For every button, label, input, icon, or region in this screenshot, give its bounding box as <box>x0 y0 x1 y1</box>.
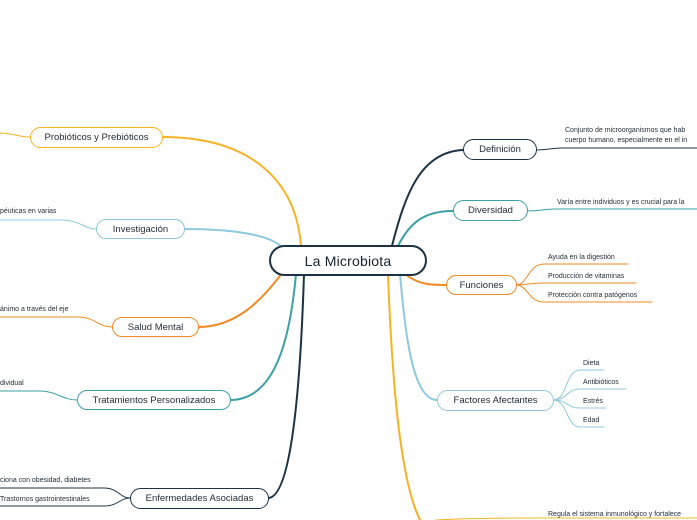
connector-bottom-right <box>387 273 421 520</box>
leaf-definicion-line2: cuerpo humano, especialmente en el in <box>565 137 688 144</box>
connector-definicion <box>391 149 464 247</box>
connector-tratamientos <box>229 273 297 401</box>
node-probioticos-label: Probióticos y Prebióticos <box>44 132 149 143</box>
leaf-factores-1: Dieta <box>583 360 600 367</box>
node-enfermedades-label: Enfermedades Asociadas <box>145 493 254 504</box>
node-diversidad[interactable]: Diversidad <box>453 200 528 221</box>
node-salud-mental-label: Salud Mental <box>127 321 184 333</box>
leaf-enfermedades-1: ciona con obesidad, diabetes <box>0 477 91 484</box>
node-funciones[interactable]: Funciones <box>446 275 517 295</box>
leaf-salud-mental: ánimo a través del eje <box>0 306 69 313</box>
leaf-diversidad: Varía entre individuos y es crucial para… <box>557 199 685 206</box>
node-investigacion[interactable]: Investigación <box>96 219 185 239</box>
connector-funciones-1 <box>515 263 629 286</box>
node-definicion[interactable]: Definición <box>463 139 537 160</box>
connector-factores-4 <box>552 399 605 428</box>
node-factores-label: Factores Afectantes <box>453 395 538 406</box>
connector-salud-mental <box>197 271 284 328</box>
connector-diversidad-detail <box>526 208 697 212</box>
connector-factores-1 <box>552 369 605 401</box>
leaf-tratamientos: dividual <box>0 380 24 387</box>
node-tratamientos-label: Tratamientos Personalizados <box>92 394 216 406</box>
connector-enfermedades-detail-2 <box>0 497 131 507</box>
leaf-investigacion: péuticas en varias <box>0 208 57 215</box>
connector-investigacion-detail <box>0 219 97 230</box>
leaf-factores-2: Antibióticos <box>583 379 619 386</box>
node-investigacion-label: Investigación <box>112 223 169 235</box>
node-diversidad-label: Diversidad <box>468 205 513 216</box>
node-definicion-label: Definición <box>479 144 521 155</box>
connector-investigacion <box>183 228 284 249</box>
node-enfermedades[interactable]: Enfermedades Asociadas <box>130 488 269 509</box>
connector-bottom-right-detail <box>435 517 697 520</box>
connector-funciones <box>404 273 447 286</box>
leaf-factores-4: Edad <box>583 417 600 424</box>
connector-salud-mental-detail <box>0 316 113 328</box>
connector-funciones-2 <box>515 282 637 286</box>
leaf-funciones-1: Ayuda en la digestión <box>548 254 615 261</box>
connector-factores-2 <box>552 388 627 401</box>
leaf-funciones-3: Protección contra patógenos <box>548 292 638 299</box>
connector-definicion-detail <box>535 147 697 151</box>
node-factores[interactable]: Factores Afectantes <box>437 390 554 411</box>
node-salud-mental[interactable]: Salud Mental <box>112 317 199 337</box>
connector-tratamientos-detail <box>0 390 78 401</box>
leaf-definicion-line1: Conjunto de microorganismos que hab <box>565 127 686 134</box>
node-probioticos[interactable]: Probióticos y Prebióticos <box>30 127 163 148</box>
connector-factores <box>399 273 438 401</box>
connector-enfermedades-detail-1 <box>0 487 131 499</box>
node-funciones-label: Funciones <box>459 279 504 291</box>
root-node[interactable]: La Microbiota <box>269 245 427 276</box>
leaf-bottom-right: Regula el sistema inmunológico y fortale… <box>548 511 682 518</box>
connector-diversidad <box>397 210 454 247</box>
root-label: La Microbiota <box>304 252 392 269</box>
leaf-factores-3: Estrés <box>583 398 603 405</box>
connector-funciones-3 <box>515 284 653 303</box>
leaf-funciones-2: Producción de vitaminas <box>548 273 625 280</box>
leaf-enfermedades-2: Trastornos gastrointestinales <box>0 496 90 503</box>
node-tratamientos[interactable]: Tratamientos Personalizados <box>77 390 231 410</box>
connector-probioticos <box>161 136 302 247</box>
connector-enfermedades <box>267 273 305 499</box>
connector-probioticos-detail <box>0 132 31 138</box>
